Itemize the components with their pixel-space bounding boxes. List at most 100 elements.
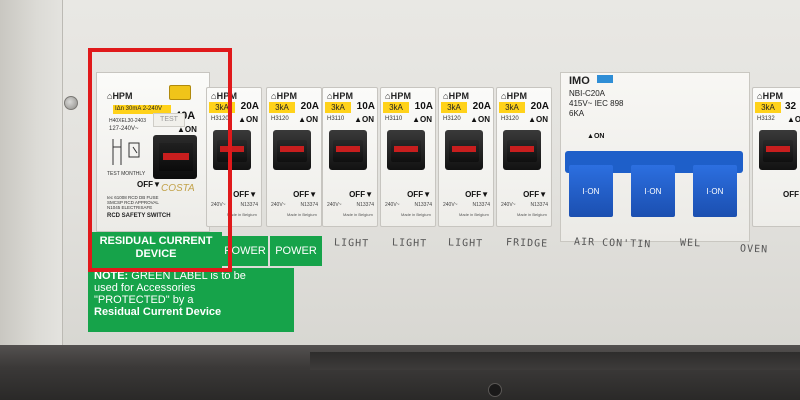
imo-on-label: ▲ON — [587, 133, 605, 140]
rcd-spec-b: 127-240V~ — [109, 126, 139, 132]
breaker-off-label: OFF▼ — [783, 190, 800, 199]
hpm-logo-icon: ⌂ — [501, 91, 507, 101]
rcd-on-label: ▲ON — [177, 125, 197, 134]
breaker-brand: ⌂HPM — [757, 91, 784, 101]
breaker-toggle-switch[interactable] — [217, 140, 247, 162]
note-line2: used for Accessories — [94, 282, 196, 294]
test-label: TEST — [153, 113, 185, 127]
breaker-amp: 20A — [240, 101, 259, 112]
breaker-toggle-switch[interactable] — [763, 140, 793, 162]
rcd-green-label: RESIDUAL CURRENT DEVICE — [90, 232, 222, 268]
breaker-made-in: Made in Belgium — [287, 212, 317, 217]
breaker-voltage: 240V~ — [443, 202, 458, 208]
hpm-logo-icon: ⌂ — [211, 91, 217, 101]
breaker-ka: 3kA — [755, 102, 781, 113]
handwriting-fridge: FRIDGE — [505, 237, 549, 250]
breaker-brand: ⌂HPM — [385, 91, 412, 101]
breaker-on-label: ▲ON — [354, 115, 374, 124]
breaker-off-label: OFF▼ — [233, 190, 257, 199]
breaker-ka: 3kA — [269, 102, 295, 113]
note-line4: Residual Current Device — [94, 306, 222, 318]
hpm-logo-icon: ⌂ — [271, 91, 277, 101]
breaker-made-in: Made in Belgium — [459, 212, 489, 217]
note-line1: NOTE: GREEN LABEL is to be — [94, 270, 246, 282]
power-label-2: POWER — [270, 236, 322, 266]
mounting-hole — [488, 383, 502, 397]
rcd-spec-a: H40XEL30-2403 — [109, 118, 146, 124]
breaker-amp: 20A — [300, 101, 319, 112]
breaker-off-label: OFF▼ — [523, 190, 547, 199]
imo-isolator: IMO NBI-C20A 415V~ IEC 898 6KA ▲ON I·ON … — [560, 72, 750, 242]
breaker-on-label: ▲ON — [298, 115, 318, 124]
breaker-amp: 32 — [785, 101, 797, 112]
breaker-voltage: 240V~ — [327, 202, 342, 208]
breaker-number: N13374 — [530, 202, 548, 208]
breaker-amp: 20A — [530, 101, 549, 112]
breaker-brand: ⌂HPM — [443, 91, 470, 101]
breaker-voltage: 240V~ — [211, 202, 226, 208]
breaker-off-label: OFF▼ — [407, 190, 431, 199]
rcd-info-text: Iec 61008 RCD DB FUSE SMCSP RCD APPROVAL… — [107, 195, 159, 210]
panel-edge — [0, 0, 62, 345]
breaker-toggle-switch[interactable] — [449, 140, 479, 162]
panel-seam — [62, 0, 63, 345]
imo-brand: IMO — [569, 75, 590, 87]
breaker-number: N13374 — [240, 202, 258, 208]
rcd-label-line1: RESIDUAL CURRENT — [99, 235, 213, 247]
hpm-logo-icon: ⌂ — [107, 91, 113, 101]
highlight-box — [88, 48, 232, 272]
hpm-logo-icon: ⌂ — [757, 91, 763, 101]
breaker-made-in: Made in Belgium — [343, 212, 373, 217]
handwritten-signature: COSTA — [161, 183, 195, 194]
breaker-brand: ⌂HPM — [327, 91, 354, 101]
test-button[interactable] — [169, 85, 191, 100]
imo-handle-1[interactable]: I·ON — [569, 165, 613, 217]
breaker-brand: ⌂HPM — [211, 91, 238, 101]
breaker-made-in: Made in Belgium — [227, 212, 257, 217]
breaker-brand: ⌂HPM — [501, 91, 528, 101]
breaker-toggle-switch[interactable] — [507, 140, 537, 162]
imo-voltage: 415V~ IEC 898 — [569, 99, 624, 108]
imo-ka: 6KA — [569, 109, 585, 118]
breaker-toggle-switch[interactable] — [333, 140, 363, 162]
imo-handle-3[interactable]: I·ON — [693, 165, 737, 217]
breaker-number: N13374 — [356, 202, 374, 208]
breaker-ka: 3kA — [441, 102, 467, 113]
breaker-ka: 3kA — [209, 102, 235, 113]
breaker-on-label: ▲ON — [412, 115, 432, 124]
breaker-amp: 10A — [414, 101, 433, 112]
breaker-toggle-switch[interactable] — [391, 140, 421, 162]
breaker-made-in: Made in Belgium — [401, 212, 431, 217]
screw-icon — [64, 96, 78, 110]
circuit-diagram-icon — [112, 139, 140, 165]
rcd-safety-text: RCD SAFETY SWITCH — [107, 213, 171, 219]
breaker-toggle-switch[interactable] — [277, 140, 307, 162]
breaker-ka: 3kA — [325, 102, 351, 113]
breaker-amp: 10A — [356, 101, 375, 112]
breaker-model: H3132 — [757, 116, 775, 122]
breaker-number: N13374 — [414, 202, 432, 208]
hpm-logo-icon: ⌂ — [385, 91, 391, 101]
breaker-right: ⌂HPM 3kA 32 H3132 ▲ON OFF▼ — [752, 87, 800, 227]
rcd-off-label: OFF▼ — [137, 180, 161, 189]
breaker-made-in: Made in Belgium — [517, 212, 547, 217]
breaker-model: H3110 — [385, 116, 403, 122]
handwriting-oven: OVEN — [739, 243, 769, 256]
test-monthly-text: TEST MONTHLY — [107, 171, 146, 177]
breaker-on-label: ▲ON — [787, 115, 800, 124]
breaker-model: H3120 — [443, 116, 461, 122]
rcd-toggle-switch[interactable] — [159, 143, 193, 171]
handwriting-light3: LIGHT — [447, 237, 484, 250]
rcd-label-line2: DEVICE — [135, 248, 177, 260]
breaker-on-label: ▲ON — [470, 115, 490, 124]
breaker-voltage: 240V~ — [385, 202, 400, 208]
breaker-ka: 3kA — [383, 102, 409, 113]
hpm-logo-icon: ⌂ — [443, 91, 449, 101]
enclosure-strip — [310, 352, 800, 370]
imo-handle-2[interactable]: I·ON — [631, 165, 675, 217]
